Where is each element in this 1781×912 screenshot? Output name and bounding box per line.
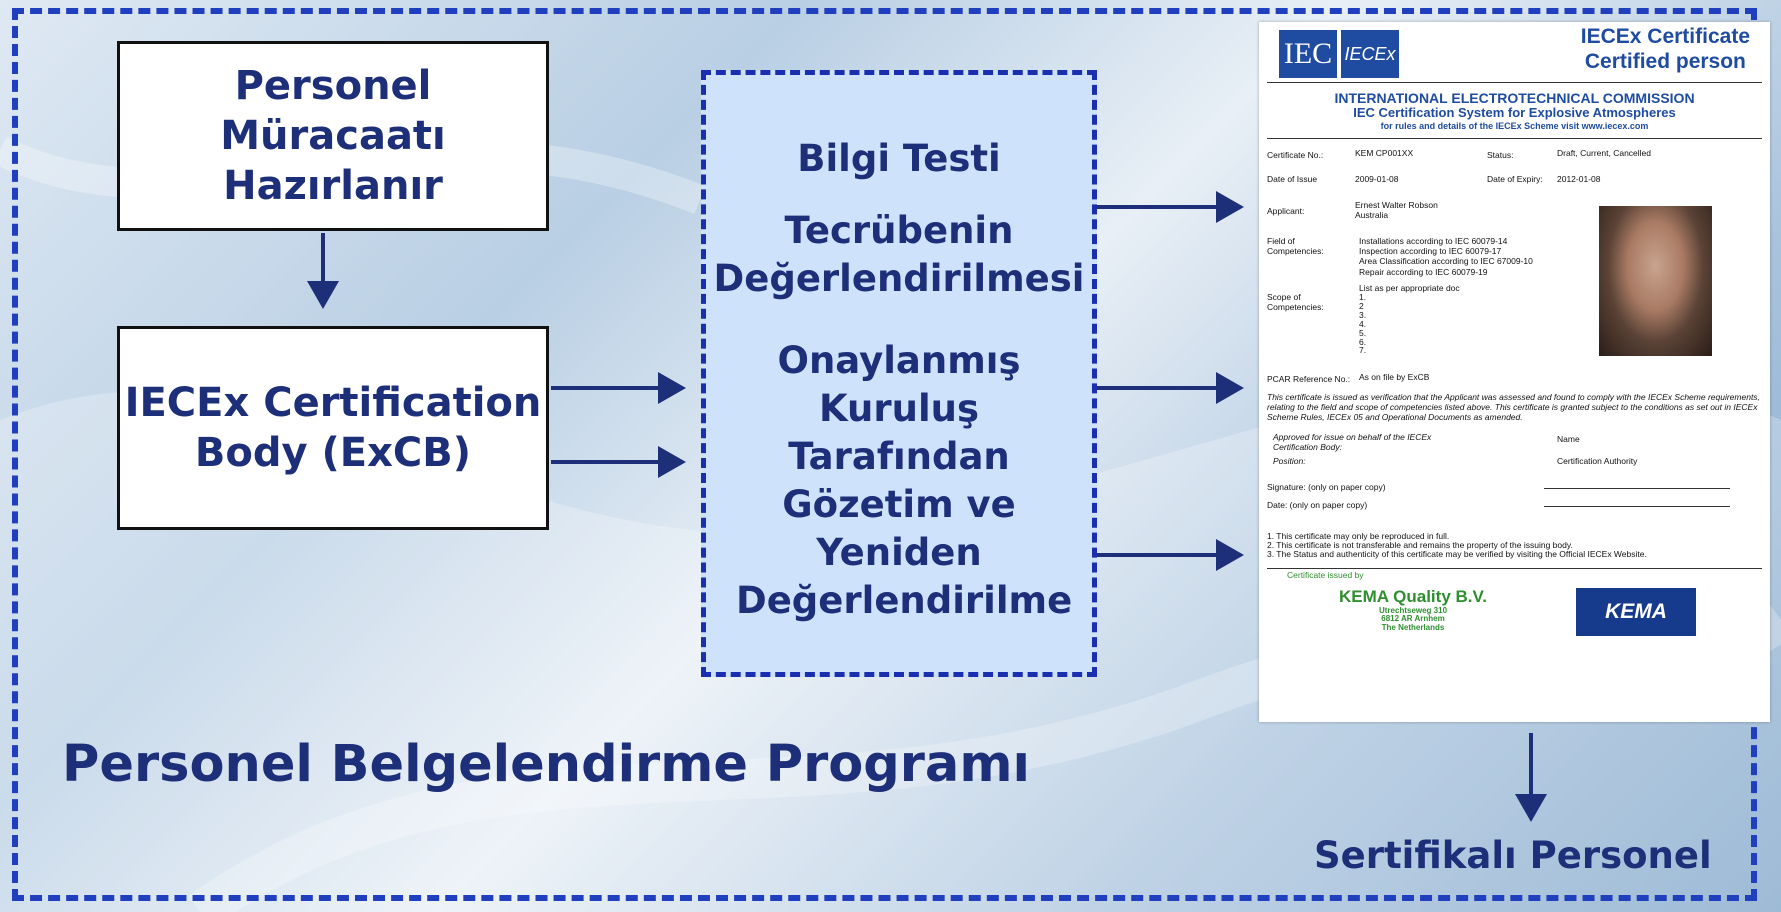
field-label: Field of Competencies:: [1267, 236, 1324, 257]
certification-body-box: IECEx Certification Body (ExCB): [117, 326, 549, 530]
kema-logo: KEMA: [1576, 588, 1696, 636]
kema-quality: KEMA Quality B.V. Utrechtseweg 310 6812 …: [1339, 587, 1487, 633]
pcar-label: PCAR Reference No.:: [1267, 374, 1351, 384]
divider: [1267, 568, 1762, 569]
surveillance-reassessment: Onaylanmış Kuruluş Tarafından Gözetim ve…: [736, 339, 1073, 623]
org-line1: INTERNATIONAL ELECTROTECHNICAL COMMISSIO…: [1334, 90, 1695, 106]
statement: This certificate is issued as verificati…: [1267, 392, 1760, 423]
expiry-label: Date of Expiry:: [1487, 174, 1543, 184]
cert-no: KEM CP001XX: [1355, 148, 1414, 158]
status-label: Status:: [1487, 150, 1514, 160]
issue-date: 2009-01-08: [1355, 174, 1399, 184]
date-label: Date: (only on paper copy): [1267, 500, 1368, 510]
expiry-date: 2012-01-08: [1557, 174, 1601, 184]
knowledge-test: Bilgi Testi: [797, 137, 1001, 180]
application-box: Personel Müracaatı Hazırlanır: [117, 41, 549, 231]
page-title: Personel Belgelendirme Programı: [62, 735, 1030, 794]
org-line2: IEC Certification System for Explosive A…: [1353, 105, 1676, 121]
field: Installations according to IEC 60079-14 …: [1359, 236, 1533, 277]
applicant-label: Applicant:: [1267, 206, 1305, 216]
status: Draft, Current, Cancelled: [1557, 148, 1652, 158]
org-line3: for rules and details of the IECEx Schem…: [1380, 121, 1649, 132]
process-box: Bilgi Testi Tecrübenin Değerlendirilmesi…: [701, 70, 1097, 677]
result-label: Sertifikalı Personel: [1314, 834, 1712, 877]
certificate-title-line1: IECEx Certificate: [1580, 25, 1750, 48]
kema-name: KEMA Quality B.V.: [1339, 587, 1487, 606]
position-label: Position:: [1273, 456, 1306, 466]
applicant: Ernest Walter Robson Australia: [1355, 200, 1438, 221]
name-label: Name: [1557, 434, 1580, 444]
person-photo: [1599, 206, 1712, 356]
signature-label: Signature: (only on paper copy): [1267, 482, 1386, 492]
divider: [1267, 138, 1762, 139]
position: Certification Authority: [1557, 456, 1638, 466]
certificate-title: IECEx Certificate Certified person: [1581, 24, 1750, 74]
scope: List as per appropriate doc 1. 2 3. 4. 5…: [1359, 283, 1460, 356]
signature-line: [1544, 488, 1730, 489]
certification-body-text: IECEx Certification Body (ExCB): [124, 380, 542, 476]
pcar: As on file by ExCB: [1359, 372, 1430, 382]
experience-evaluation: Tecrübenin Değerlendirilmesi: [713, 209, 1085, 301]
scope-label: Scope of Competencies:: [1267, 292, 1324, 313]
notes: 1. This certificate may only be reproduc…: [1267, 531, 1647, 559]
application-text: Personel Müracaatı Hazırlanır: [220, 63, 446, 209]
certificate-image: IEC IECEx IECEx Certificate Certified pe…: [1259, 22, 1770, 722]
issued-by: Certificate issued by: [1287, 570, 1364, 580]
certificate-title-line2: Certified person: [1584, 50, 1746, 74]
issue-label: Date of Issue: [1267, 174, 1318, 184]
divider: [1267, 82, 1762, 83]
approved-label: Approved for issue on behalf of the IECE…: [1273, 432, 1432, 453]
kema-address: Utrechtseweg 310 6812 AR Arnhem The Neth…: [1378, 605, 1448, 633]
cert-no-label: Certificate No.:: [1267, 150, 1324, 160]
date-line: [1544, 506, 1730, 507]
certificate-org: INTERNATIONAL ELECTROTECHNICAL COMMISSIO…: [1259, 90, 1770, 131]
iecex-logo: IECEx: [1341, 30, 1399, 78]
iec-logo: IEC: [1279, 30, 1337, 78]
